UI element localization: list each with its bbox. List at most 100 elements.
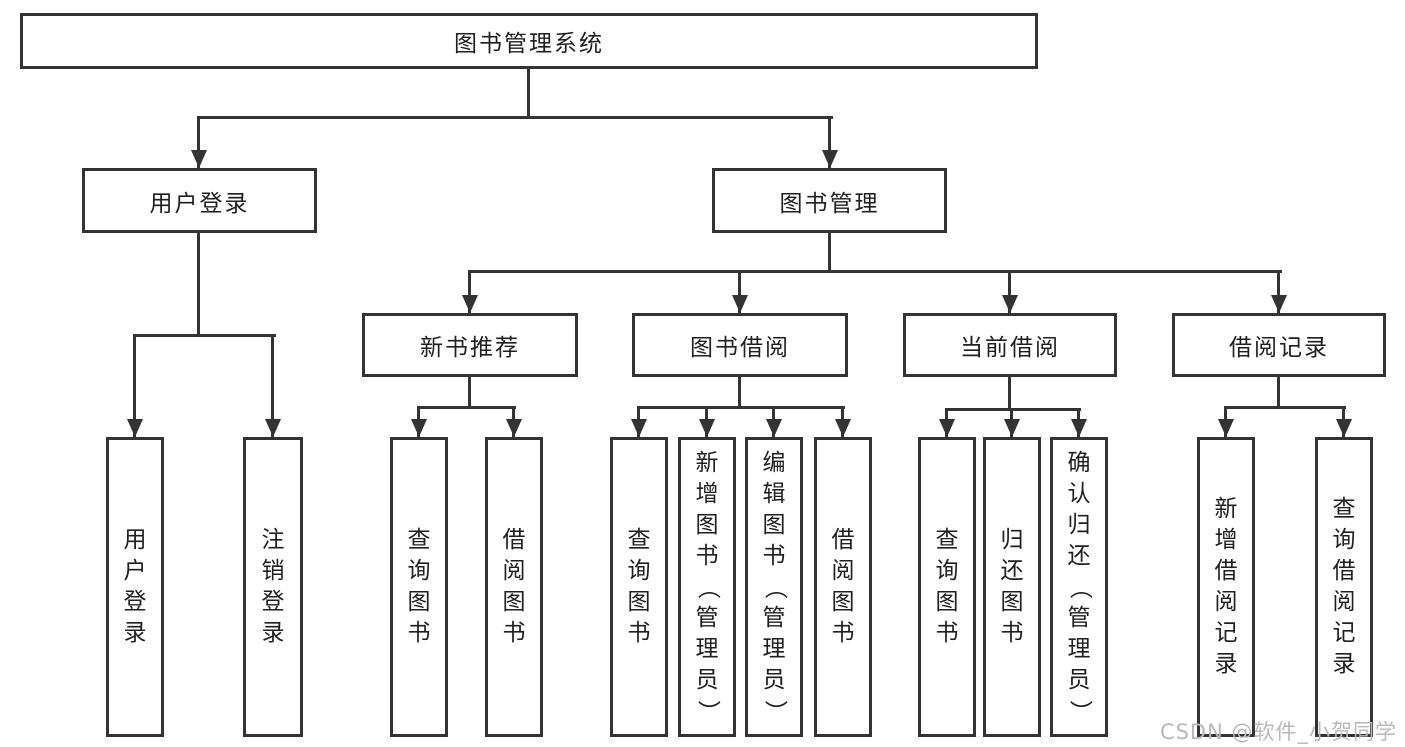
arrowhead-down-icon xyxy=(1004,419,1020,437)
leaf-label-char: 登 xyxy=(261,589,285,615)
leaf-label-char: 归 xyxy=(1000,527,1024,553)
connector-to-leaf-user-login xyxy=(133,334,136,437)
connector-to-book-borrow xyxy=(738,270,741,313)
arrowhead-down-icon xyxy=(822,150,838,168)
leaf-label-char: 新 xyxy=(1214,496,1238,522)
leaf-label-char: 管 xyxy=(1067,604,1091,631)
leaf-label-char: 理 xyxy=(695,635,719,662)
leaf-label-char: 查 xyxy=(407,527,431,553)
leaf-label-char: 图 xyxy=(407,589,431,615)
leaf-label-char: 借 xyxy=(831,527,855,553)
connector-current-borrow-stem xyxy=(1008,377,1011,410)
leaf-label-char: 查 xyxy=(935,527,959,553)
leaf-label-char: 借 xyxy=(1214,558,1238,584)
node-new-book-recommend: 新书推荐 xyxy=(362,313,578,377)
connector-book-borrow-branch xyxy=(637,406,845,409)
leaf-label-char: 录 xyxy=(1214,651,1238,677)
leaf-query-borrow-record: 查询借阅记录 xyxy=(1315,437,1373,737)
arrowhead-down-icon xyxy=(127,419,143,437)
connector-borrow-record-branch xyxy=(1224,406,1346,409)
leaf-label-char: 询 xyxy=(1332,527,1356,553)
connector-level3-branch xyxy=(468,270,1282,273)
connector-to-new-book xyxy=(468,270,471,313)
leaf-label-char: 书 xyxy=(1000,620,1024,646)
leaf-label-char: 书 xyxy=(831,620,855,646)
connector-borrow-record-stem xyxy=(1277,377,1280,408)
leaf-label-char: 管 xyxy=(762,604,786,631)
connector-new-book-branch xyxy=(417,406,516,409)
leaf-label-char: 登 xyxy=(123,589,147,615)
connector-to-user-login xyxy=(197,116,200,168)
node-label: 用户登录 xyxy=(149,190,250,217)
leaf-borrow-book: 借阅图书 xyxy=(814,437,872,737)
leaf-label-char: 图 xyxy=(695,511,719,538)
node-root-library-system: 图书管理系统 xyxy=(20,13,1038,69)
leaf-label-char: 员 xyxy=(762,666,786,693)
leaf-label-char: ） xyxy=(694,699,721,723)
leaf-add-borrow-record: 新增借阅记录 xyxy=(1197,437,1255,737)
leaf-label-char: 员 xyxy=(695,666,719,693)
arrowhead-down-icon xyxy=(411,419,427,437)
leaf-label-char: 阅 xyxy=(502,558,526,584)
leaf-label-char: 图 xyxy=(762,511,786,538)
csdn-watermark: CSDN @软件_小贺同学 xyxy=(1159,720,1397,744)
node-label: 图书管理 xyxy=(779,190,880,217)
arrowhead-down-icon xyxy=(1002,295,1018,313)
leaf-label-char: 认 xyxy=(1067,480,1091,507)
node-borrow-record: 借阅记录 xyxy=(1172,313,1386,377)
leaf-label-char: 员 xyxy=(1067,666,1091,693)
leaf-edit-book-admin: 编辑图书（管理员） xyxy=(745,437,803,737)
leaf-return-book: 归还图书 xyxy=(983,437,1041,737)
leaf-label-char: 书 xyxy=(935,620,959,646)
leaf-query-book-current: 查询图书 xyxy=(918,437,976,737)
leaf-label-char: 增 xyxy=(1214,527,1238,553)
leaf-label-char: 户 xyxy=(123,558,147,584)
arrowhead-down-icon xyxy=(939,419,955,437)
leaf-label-char: 增 xyxy=(695,480,719,507)
leaf-label-char: 图 xyxy=(1000,589,1024,615)
leaf-label-char: 确 xyxy=(1067,449,1091,476)
leaf-label-char: 阅 xyxy=(1332,589,1356,615)
connector-user-login-stem xyxy=(197,233,200,336)
node-label: 当前借阅 xyxy=(960,335,1060,361)
leaf-label-char: 询 xyxy=(935,558,959,584)
leaf-label-char: 销 xyxy=(261,558,285,584)
leaf-borrow-book-newbook: 借阅图书 xyxy=(485,437,543,737)
leaf-label-char: 录 xyxy=(1332,651,1356,677)
leaf-label-char: 阅 xyxy=(831,558,855,584)
leaf-label-char: 图 xyxy=(935,589,959,615)
node-label: 图书借阅 xyxy=(690,335,790,361)
leaf-label-char: 借 xyxy=(502,527,526,553)
leaf-label-char: 还 xyxy=(1067,542,1091,569)
arrowhead-down-icon xyxy=(506,419,522,437)
leaf-label-char: 询 xyxy=(627,558,651,584)
node-label: 借阅记录 xyxy=(1229,335,1329,361)
connector-book-borrow-stem xyxy=(738,377,741,408)
arrowhead-down-icon xyxy=(732,295,748,313)
leaf-label-char: 图 xyxy=(627,589,651,615)
leaf-label-char: 新 xyxy=(695,449,719,476)
leaf-query-book-borrow: 查询图书 xyxy=(610,437,668,737)
node-current-borrow: 当前借阅 xyxy=(903,313,1117,377)
node-label: 图书管理系统 xyxy=(454,31,604,57)
leaf-label-char: 还 xyxy=(1000,558,1024,584)
leaf-user-login: 用户登录 xyxy=(106,437,164,737)
leaf-label-char: 书 xyxy=(502,620,526,646)
leaf-label-char: 书 xyxy=(627,620,651,646)
leaf-add-book-admin: 新增图书（管理员） xyxy=(678,437,736,737)
leaf-label-char: 书 xyxy=(762,542,786,569)
arrowhead-down-icon xyxy=(191,150,207,168)
connector-to-book-management xyxy=(828,116,831,168)
arrowhead-down-icon xyxy=(766,419,782,437)
leaf-label-char: 用 xyxy=(123,527,147,553)
leaf-label-char: 管 xyxy=(695,604,719,631)
leaf-label-char: 图 xyxy=(831,589,855,615)
arrowhead-down-icon xyxy=(462,295,478,313)
node-label: 新书推荐 xyxy=(420,335,520,361)
leaf-label-char: 借 xyxy=(1332,558,1356,584)
arrowhead-down-icon xyxy=(699,419,715,437)
node-book-management: 图书管理 xyxy=(712,168,947,233)
connector-level2-branch xyxy=(197,116,833,119)
leaf-label-char: 录 xyxy=(261,620,285,646)
